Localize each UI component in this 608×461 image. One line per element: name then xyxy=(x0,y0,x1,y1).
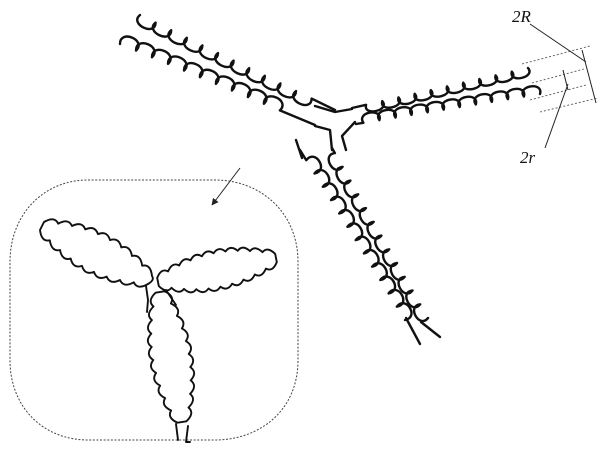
large-arm-coils xyxy=(120,15,540,321)
outer-diameter-leader xyxy=(530,24,586,62)
small-three-arm-chain xyxy=(40,219,277,442)
right-arm-upper-chain xyxy=(352,68,529,111)
dimension-annotation: 2R 2r xyxy=(512,7,598,167)
bottom-arm-left-chain xyxy=(300,150,411,320)
small-upper-left-blob xyxy=(40,219,153,286)
outer-diameter-line xyxy=(582,50,596,103)
small-arm-blobs xyxy=(40,219,277,422)
small-bottom-blob xyxy=(148,291,194,422)
outer-diameter-label: 2R xyxy=(512,7,532,26)
small-arm-end-tail xyxy=(176,424,190,442)
inner-diameter-label: 2r xyxy=(520,148,536,167)
bottom-arm-right-chain xyxy=(329,148,428,321)
zoom-arrow xyxy=(212,168,240,205)
small-right-blob xyxy=(157,248,277,293)
large-core-junction xyxy=(296,106,355,158)
inner-diameter-leader xyxy=(545,84,568,148)
upper-left-arm-lower-chain xyxy=(120,37,315,125)
